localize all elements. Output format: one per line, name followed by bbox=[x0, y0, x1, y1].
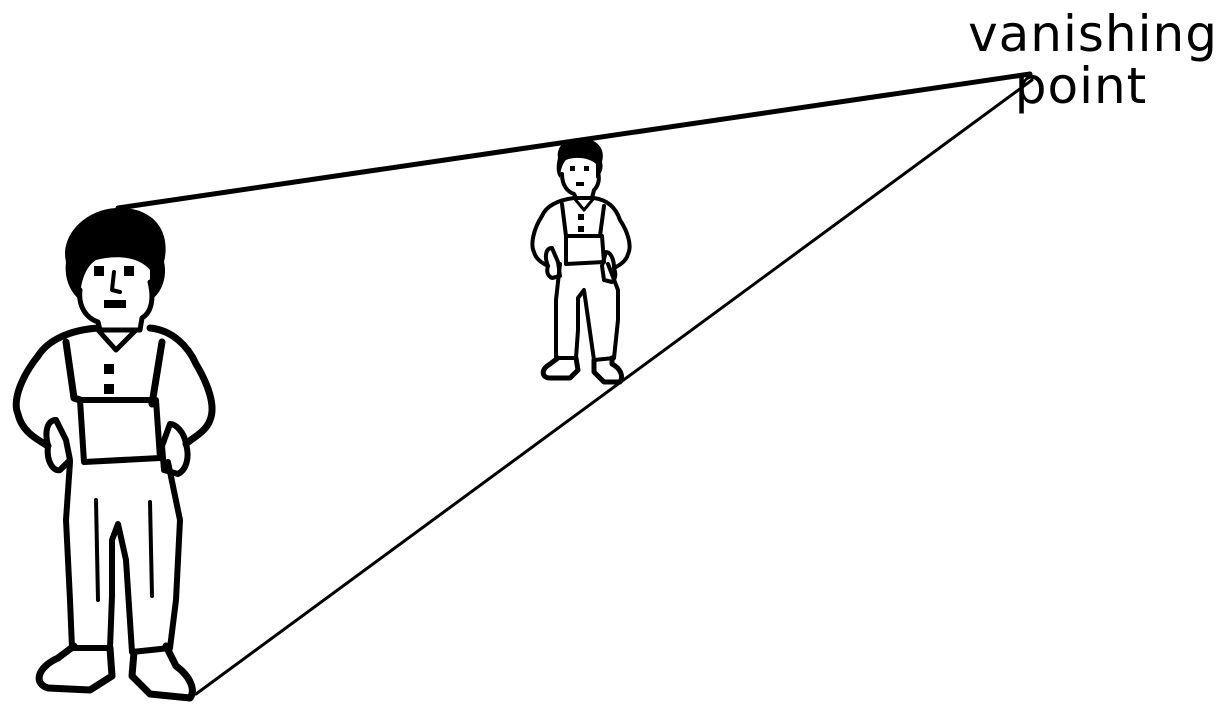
near-figure-left-arm bbox=[46, 420, 70, 470]
far-figure-left-shoe bbox=[543, 358, 578, 378]
near-figure-left-eye bbox=[94, 266, 104, 276]
near-figure-collar bbox=[98, 330, 136, 350]
far-figure-shirt-button-1 bbox=[578, 214, 584, 220]
near-figure-nose bbox=[112, 272, 120, 292]
near-figure-suspender-left bbox=[66, 342, 80, 400]
near-figure-mouth bbox=[104, 300, 126, 308]
far-figure-right-eye bbox=[584, 166, 589, 171]
near-figure-right-arm bbox=[162, 424, 188, 474]
near-figure-overall-bib bbox=[80, 400, 160, 462]
vanishing-point-label-line1: vanishing bbox=[968, 8, 1216, 60]
near-figure-shirt-button-2 bbox=[104, 384, 114, 394]
near-figure-shirt-button-1 bbox=[104, 364, 114, 374]
far-figure-left-eye bbox=[570, 166, 575, 171]
near-figure-right-eye bbox=[124, 266, 134, 276]
far-figure-pants bbox=[556, 264, 618, 360]
far-figure bbox=[532, 138, 629, 382]
far-figure-overall-bib bbox=[566, 236, 604, 264]
far-figure-right-shoe bbox=[594, 358, 622, 382]
far-figure-mouth bbox=[576, 182, 584, 186]
vanishing-point-label-line2: point bbox=[956, 60, 1206, 112]
far-figure-hair bbox=[557, 138, 603, 178]
near-figure bbox=[16, 208, 212, 698]
lower-perspective-line bbox=[196, 80, 1032, 694]
vanishing-point-label: vanishing point bbox=[960, 8, 1210, 112]
near-figure-suspender-right bbox=[152, 342, 162, 404]
near-figure-pants bbox=[66, 462, 180, 652]
far-figure-shirt-button-2 bbox=[578, 226, 584, 232]
near-figure-left-shoe bbox=[39, 646, 112, 690]
